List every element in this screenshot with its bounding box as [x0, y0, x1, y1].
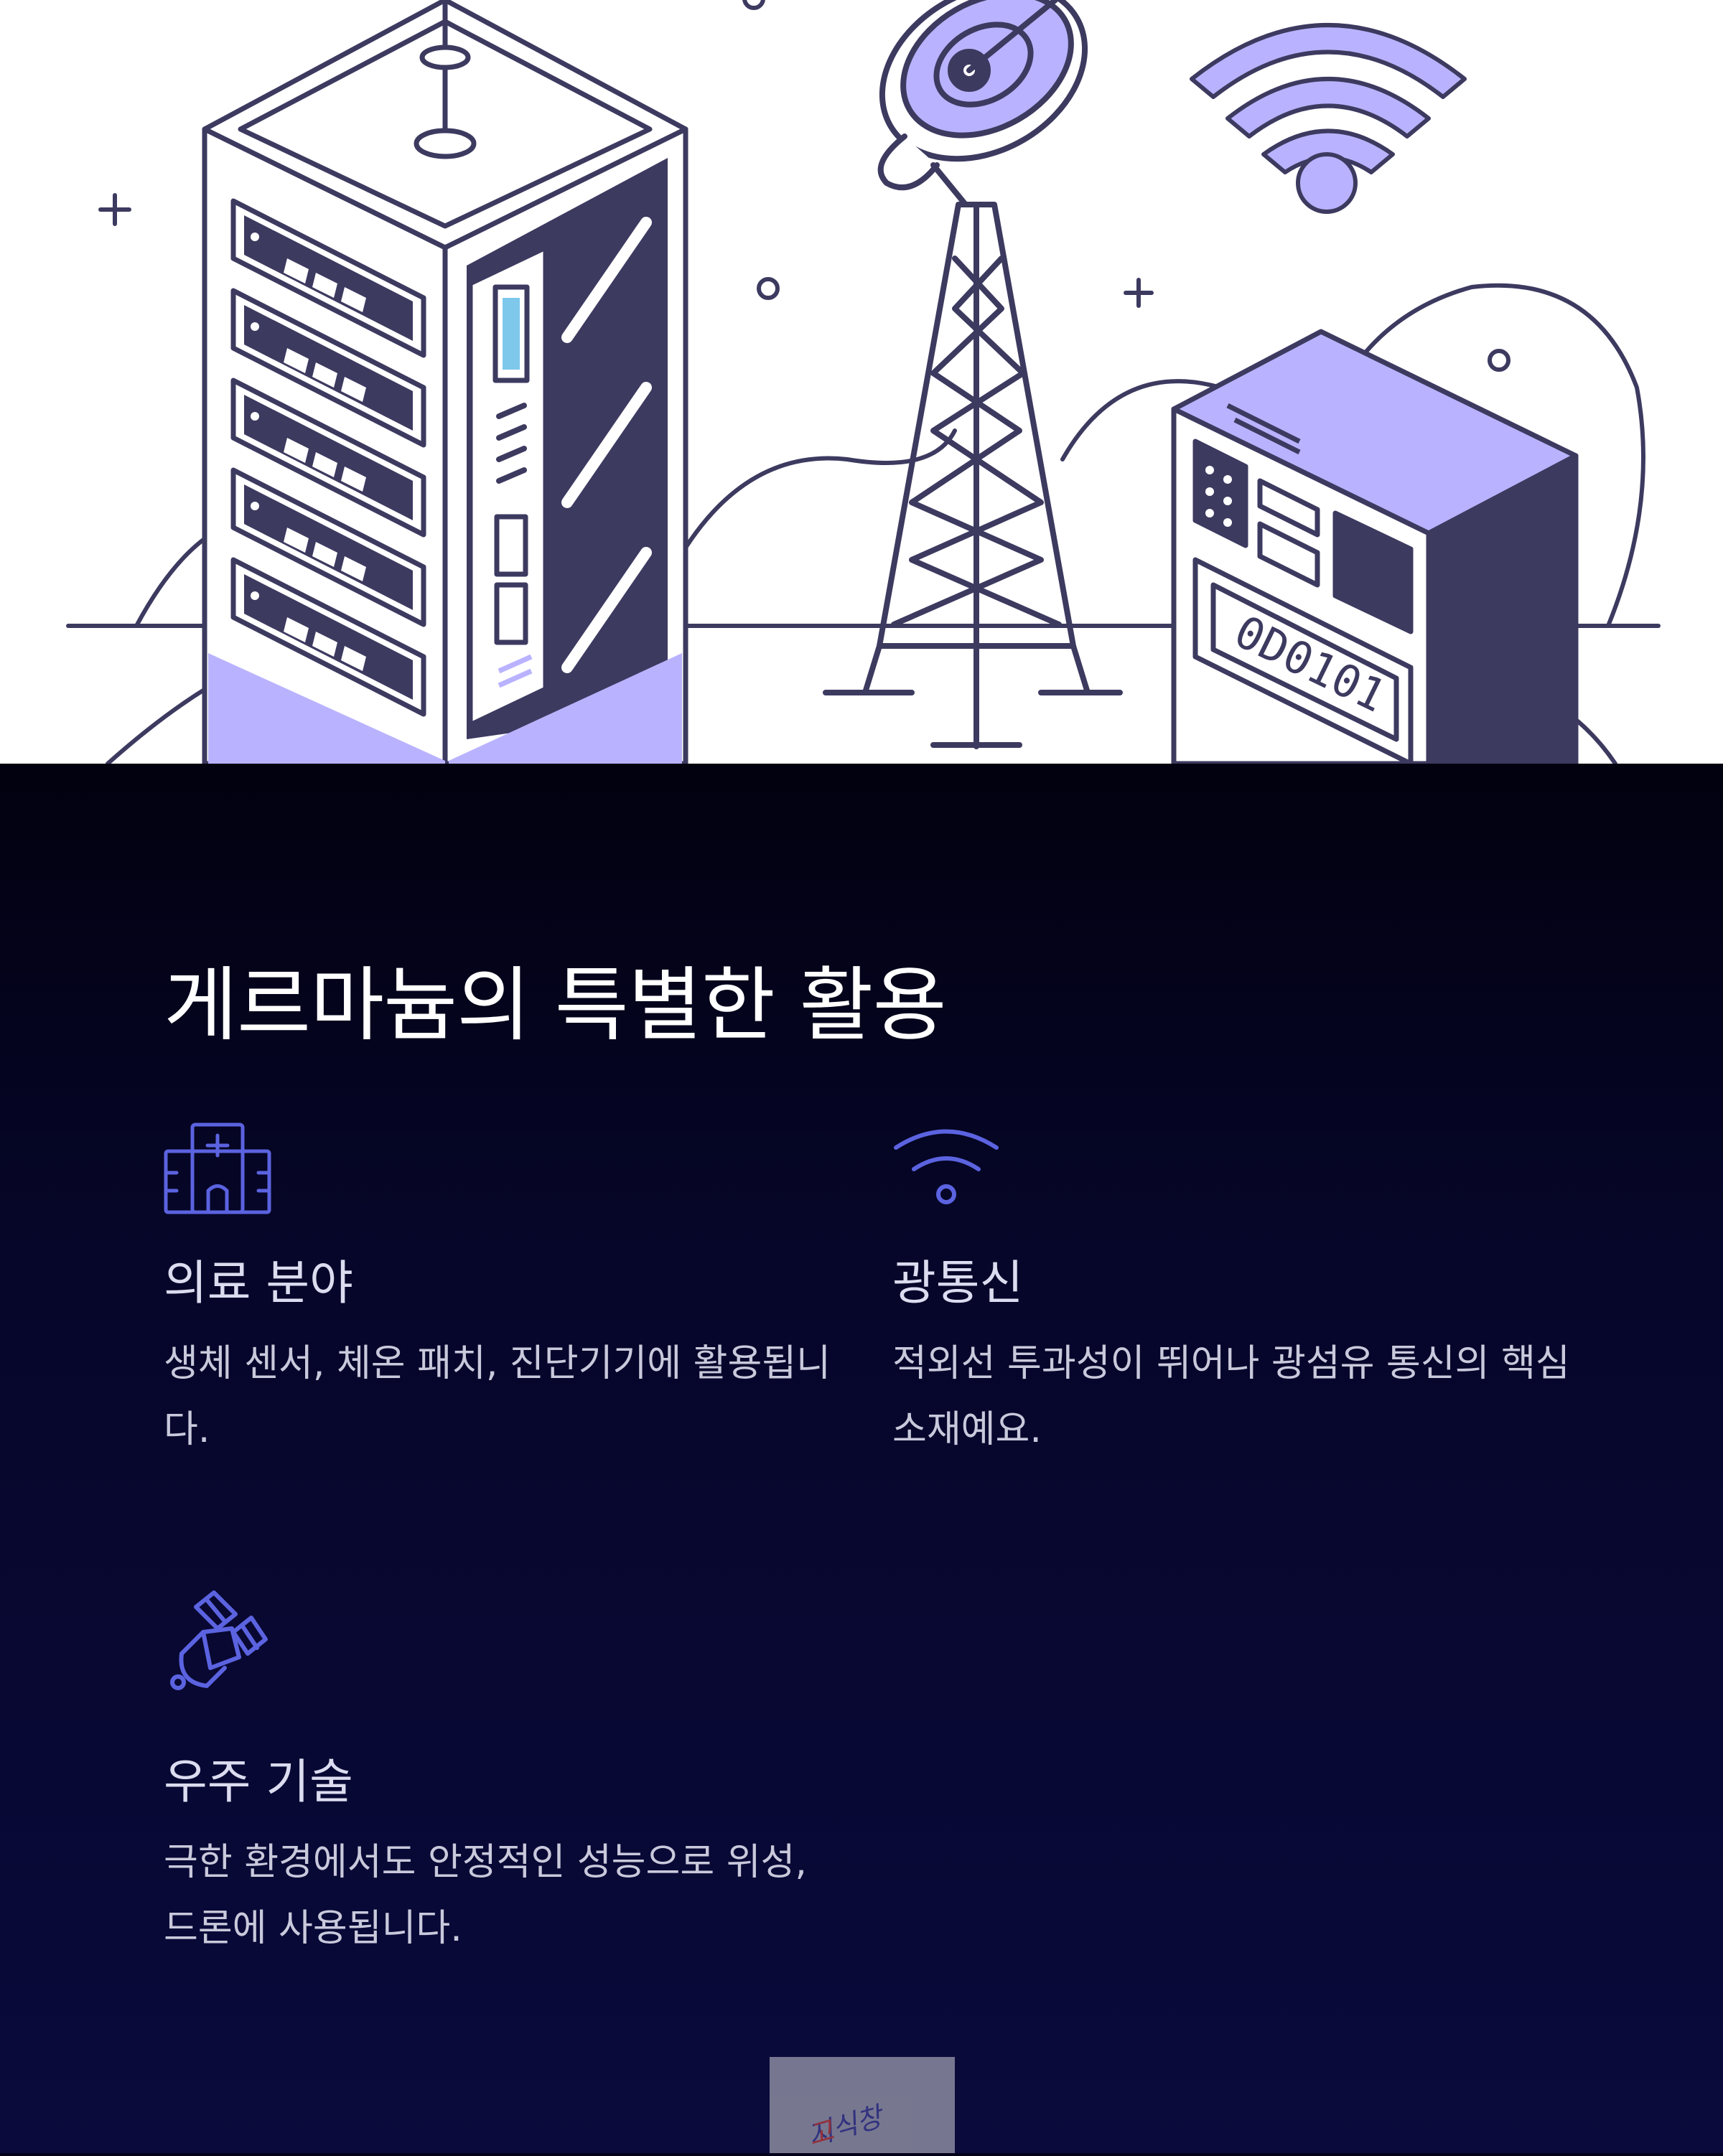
card-medical: 의료 분야 생체 센서, 체온 패치, 진단기기에 활용됩니다. — [164, 1122, 853, 1451]
hero-illustration: 0D0101 — [0, 0, 1723, 764]
satellite-dish-tower-icon — [823, 0, 1123, 749]
card-title: 우주 기술 — [164, 1754, 353, 1809]
hill-middle — [644, 428, 957, 628]
card-title: 의료 분야 — [164, 1255, 353, 1311]
card-title: 광통신 — [892, 1255, 1024, 1311]
wifi-icon — [1190, 23, 1467, 214]
equipment-box-icon: 0D0101 — [1171, 329, 1579, 764]
card-space-technology: 우주 기술 극한 환경에서도 안정적인 성능으로 위성, 드론에 사용됩니다. — [164, 1589, 853, 1950]
hill-right — [1060, 283, 1645, 628]
hospital-icon — [164, 1122, 271, 1214]
watermark-logo: 지식창 고 — [770, 2057, 955, 2153]
server-rack-icon — [202, 0, 688, 764]
section-title: 게르마늄의 특별한 활용 — [164, 959, 947, 1052]
content-section: 게르마늄의 특별한 활용 의료 분야 생체 센서, 체온 패치, 진단기기에 활… — [0, 764, 1723, 2153]
sparkles — [98, 0, 1510, 372]
card-optical-communication: 광통신 적외선 투과성이 뛰어나 광섬유 통신의 핵심 소재예요. — [892, 1122, 1582, 1451]
satellite-icon — [170, 1590, 268, 1690]
wifi-icon — [894, 1129, 999, 1204]
card-description: 적외선 투과성이 뛰어나 광섬유 통신의 핵심 소재예요. — [892, 1342, 1570, 1451]
card-description: 극한 환경에서도 안정적인 성능으로 위성, 드론에 사용됩니다. — [164, 1841, 807, 1950]
card-description: 생체 센서, 체온 패치, 진단기기에 활용됩니다. — [164, 1342, 831, 1451]
